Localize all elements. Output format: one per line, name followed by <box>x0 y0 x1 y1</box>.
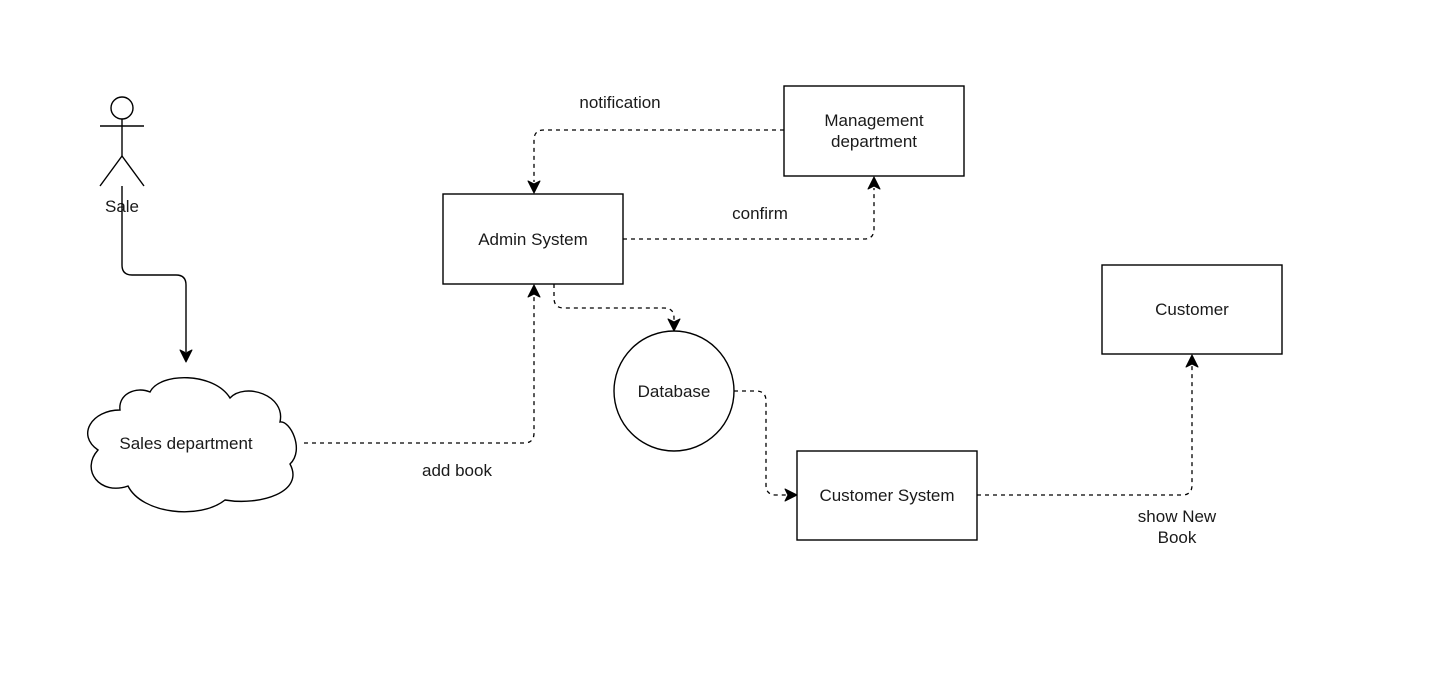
arrowhead-icon <box>527 180 541 194</box>
edge-confirm[interactable]: confirm <box>623 176 881 240</box>
cloud-shape <box>87 376 297 513</box>
node-sales-department[interactable]: Sales department <box>87 376 297 513</box>
edge-add-book[interactable]: add book <box>304 284 541 480</box>
arrowhead-icon <box>867 176 881 190</box>
edge-actor-line <box>121 186 187 352</box>
database-label: Database <box>638 382 711 401</box>
node-management-department[interactable]: Management department <box>783 85 965 177</box>
edge-database-to-customer-system[interactable] <box>734 390 798 502</box>
admin-system-box <box>442 193 624 285</box>
node-admin-system[interactable]: Admin System <box>442 193 624 285</box>
admin-system-label: Admin System <box>478 230 588 249</box>
customer-system-box <box>796 450 978 541</box>
edge-notification-label: notification <box>579 93 660 112</box>
customer-box <box>1101 264 1283 355</box>
edge-show-new-book-line <box>977 366 1193 496</box>
edge-database-customer-system-line <box>734 390 786 496</box>
edge-actor-to-sales[interactable] <box>121 186 193 363</box>
arrowhead-icon <box>179 349 193 363</box>
actor-head <box>110 96 134 120</box>
edge-add-book-line <box>304 296 535 444</box>
arrowhead-icon <box>667 318 681 332</box>
edge-show-new-book-label-line1: show New <box>1138 507 1217 526</box>
edge-admin-to-database[interactable] <box>553 284 681 332</box>
edge-notification-line <box>533 129 784 182</box>
arrowhead-icon <box>527 284 541 298</box>
edge-notification[interactable]: notification <box>527 93 784 194</box>
management-department-box <box>783 85 965 177</box>
edge-show-new-book[interactable]: show New Book <box>977 354 1217 547</box>
edge-show-new-book-label-line2: Book <box>1158 528 1197 547</box>
customer-label: Customer <box>1155 300 1229 319</box>
actor-sale[interactable]: Sale <box>99 96 145 216</box>
edge-confirm-label: confirm <box>732 204 788 223</box>
arrowhead-icon <box>784 488 798 502</box>
sales-department-label: Sales department <box>119 434 253 453</box>
edge-admin-database-line <box>553 284 675 320</box>
node-customer-system[interactable]: Customer System <box>796 450 978 541</box>
management-label-line2: department <box>831 132 917 151</box>
edge-add-book-label: add book <box>422 461 492 480</box>
customer-system-label: Customer System <box>819 486 954 505</box>
node-customer[interactable]: Customer <box>1101 264 1283 355</box>
edge-confirm-line <box>623 188 875 240</box>
arrowhead-icon <box>1185 354 1199 368</box>
node-database[interactable]: Database <box>613 330 735 452</box>
actor-right-leg <box>121 155 145 187</box>
management-label-line1: Management <box>824 111 924 130</box>
actor-left-leg <box>99 155 123 187</box>
